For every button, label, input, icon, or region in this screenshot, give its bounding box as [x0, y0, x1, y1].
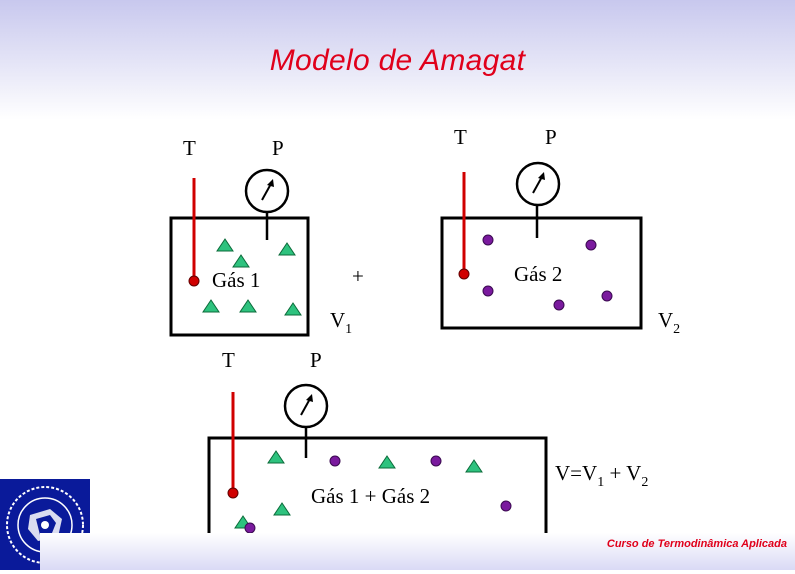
mixture-molecule-circle: [430, 455, 442, 467]
gas1-molecule-triangle: [216, 238, 234, 252]
gas2-molecules: [482, 234, 613, 311]
mixture-molecule-triangle: [465, 459, 483, 473]
gas2-molecule-circle: [585, 239, 597, 251]
mixture-molecule-triangle: [273, 502, 291, 516]
mixture-temperature-label: T: [222, 348, 235, 372]
gas1-system: [169, 168, 310, 337]
gas2-pressure-gauge-icon: [515, 161, 561, 207]
gas2-molecule-circle: [482, 234, 494, 246]
gas1-molecule-triangle: [239, 299, 257, 313]
volume-sum-equation: V=V1 + V2: [555, 461, 649, 490]
plus-sign: +: [352, 264, 364, 288]
gas1-molecule-triangle: [278, 242, 296, 256]
mixture-pressure-label: P: [310, 348, 322, 372]
mixture-molecules: [234, 450, 512, 534]
gas1-temperature-label: T: [183, 136, 196, 160]
mixture-system: [207, 383, 548, 540]
gas1-thermometer-bulb: [188, 275, 200, 287]
gas1-pressure-gauge-icon: [244, 168, 290, 214]
mixture-thermometer-bulb: [227, 487, 239, 499]
gas1-molecules: [202, 238, 302, 316]
header-background: [0, 0, 795, 120]
gas1-molecule-triangle: [284, 302, 302, 316]
gas2-pressure-label: P: [545, 125, 557, 149]
footer-course-title: Curso de Termodinâmica Aplicada: [606, 538, 787, 550]
gas2-molecule-circle: [482, 285, 494, 297]
gas1-name-label: Gás 1: [212, 268, 261, 292]
gas2-molecule-circle: [553, 299, 565, 311]
gas2-molecule-circle: [601, 290, 613, 302]
gas2-name-label: Gás 2: [514, 262, 563, 286]
gas2-container: [440, 216, 643, 330]
gas2-volume-label: V2: [658, 308, 681, 337]
mixture-pressure-gauge-icon: [283, 383, 329, 429]
gas1-molecule-triangle: [232, 254, 250, 268]
mixture-container: [207, 436, 548, 540]
gas2-thermometer-bulb: [458, 268, 470, 280]
seal-icon: [6, 486, 84, 564]
mixture-name-label: Gás 1 + Gás 2: [311, 484, 431, 508]
gas2-temperature-label: T: [454, 125, 467, 149]
mixture-molecule-circle: [329, 455, 341, 467]
gas1-molecule-triangle: [202, 299, 220, 313]
slide-title: Modelo de Amagat: [269, 44, 526, 77]
gas2-system: [440, 161, 643, 330]
mixture-molecule-triangle: [378, 455, 396, 469]
gas1-volume-label: V1: [330, 308, 353, 337]
mixture-molecule-circle: [500, 500, 512, 512]
gas1-pressure-label: P: [272, 136, 284, 160]
footer-bar: [40, 533, 795, 570]
mixture-molecule-circle: [244, 522, 256, 534]
mixture-molecule-triangle: [267, 450, 285, 464]
